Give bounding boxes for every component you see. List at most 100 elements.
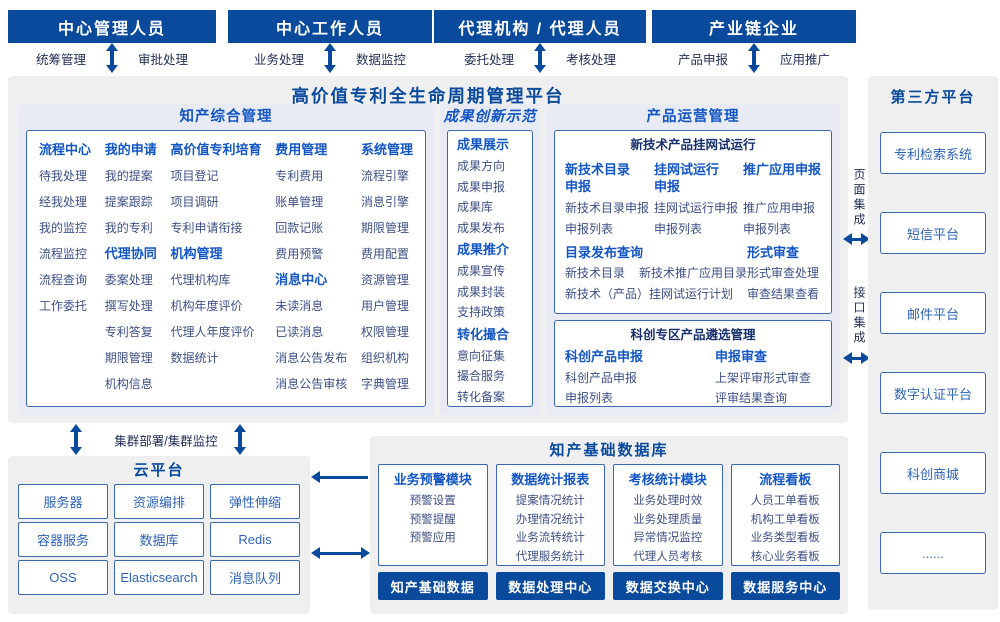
achievement-group-promotion: 成果推介 成果宣传成果封装支持政策 bbox=[457, 238, 532, 323]
section-product-operations: 产品运营管理 新技术产品挂网试运行 新技术目录 申报 新技术目录申报申报列表 挂… bbox=[546, 104, 840, 415]
menu-item: 意向征集 bbox=[457, 348, 506, 363]
cloud-service-box: OSS bbox=[18, 560, 108, 595]
group-title: 形式审查 bbox=[747, 245, 800, 260]
menu-item: 提案情况统计 bbox=[515, 495, 585, 507]
group-items: 流程引擎消息引擎期限管理费用配置资源管理用户管理权限管理组织机构字典管理 bbox=[361, 163, 413, 397]
section-title: 产品运营管理 bbox=[646, 109, 740, 125]
menu-item: 推广应用申报 bbox=[742, 201, 815, 215]
cloud-service-box: Redis bbox=[210, 522, 300, 557]
group-title: 系统管理 bbox=[360, 142, 413, 157]
menu-item: 提案跟踪 bbox=[104, 195, 153, 209]
menu-item: 消息引擎 bbox=[360, 195, 409, 209]
menu-item: 回款记账 bbox=[275, 221, 324, 235]
cloud-service-box: 消息队列 bbox=[210, 560, 300, 595]
data-center-box: 数据交换中心 bbox=[613, 572, 723, 600]
menu-item: 成果封装 bbox=[457, 284, 506, 299]
group-title: 申报审查 bbox=[715, 349, 768, 364]
module-items: 提案情况统计办理情况统计业务流转统计代理服务统计 bbox=[497, 492, 605, 566]
menu-item: 我的专利 bbox=[104, 221, 153, 235]
action-label: 业务处理 bbox=[253, 52, 304, 67]
menu-item: 业务流转统计 bbox=[515, 532, 585, 544]
menu-item: 代理人年度评价 bbox=[170, 325, 255, 339]
db-module-warning: 业务预警模块 预警设置预警提醒预警应用 bbox=[378, 464, 488, 566]
menu-item: 消息公告发布 bbox=[275, 351, 348, 365]
group-title: 费用管理 bbox=[275, 142, 328, 157]
menu-item: 代理机构库 bbox=[170, 273, 231, 287]
menu-item: 预警提醒 bbox=[409, 513, 456, 526]
group-items: 专利费用账单管理回款记账费用预警 bbox=[275, 163, 347, 267]
formal-review-group: 形式审查 形式审查处理审查结果查看 bbox=[747, 242, 821, 305]
double-arrow-vertical-icon bbox=[106, 43, 118, 73]
cloud-service-box: 资源编排 bbox=[114, 484, 204, 519]
module-items: 预警设置预警提醒预警应用 bbox=[379, 492, 487, 548]
ip-column-process: 流程中心 待我处理经我处理我的监控流程监控流程查询工作委托 bbox=[39, 137, 91, 402]
third-party-box: 专利检索系统 bbox=[880, 132, 986, 174]
menu-item: 业务处理质量 bbox=[633, 513, 703, 526]
menu-item: 申报列表 bbox=[742, 222, 791, 236]
double-arrow-vertical-icon bbox=[234, 424, 246, 455]
trial-groups-row: 新技术目录 申报 新技术目录申报申报列表 挂网试运行 申报 挂网试运行申报申报列… bbox=[555, 155, 831, 240]
section-title: 知产综合管理 bbox=[179, 109, 273, 125]
menu-item: 成果库 bbox=[457, 200, 494, 214]
third-party-box: 短信平台 bbox=[880, 212, 986, 254]
menu-item: 人员工单看板 bbox=[750, 495, 820, 507]
group-title: 成果推介 bbox=[457, 242, 510, 257]
menu-item: 机构工单看板 bbox=[750, 513, 820, 526]
group-items: 新技术目录申报申报列表 bbox=[565, 198, 649, 240]
user-group-center-managers: 中心管理人员 统筹管理 审批处理 bbox=[8, 10, 216, 73]
double-arrow-vertical-icon bbox=[70, 424, 82, 455]
interface-integration-label: 接口集成 bbox=[852, 286, 866, 346]
cloud-service-box: 数据库 bbox=[114, 522, 204, 557]
group-title: 挂网试运行 申报 bbox=[653, 162, 719, 194]
menu-item: 成果方向 bbox=[457, 159, 506, 173]
box-title: 新技术产品挂网试运行 bbox=[630, 138, 756, 152]
trial-operation-box: 新技术产品挂网试运行 新技术目录 申报 新技术目录申报申报列表 挂网试运行 申报… bbox=[554, 130, 832, 314]
group-title: 流程中心 bbox=[39, 142, 92, 157]
module-title: 数据统计报表 bbox=[511, 472, 590, 487]
menu-item: 费用配置 bbox=[360, 247, 409, 261]
action-label: 数据监控 bbox=[356, 52, 407, 67]
menu-item: 组织机构 bbox=[360, 351, 409, 365]
module-title: 业务预警模块 bbox=[393, 472, 472, 487]
user-group-actions: 统筹管理 审批处理 bbox=[8, 43, 216, 73]
menu-item: 新技术（产品）挂网试运行计划 bbox=[565, 287, 734, 301]
action-label: 委托处理 bbox=[463, 52, 514, 67]
menu-item: 成果宣传 bbox=[457, 264, 506, 278]
double-arrow-vertical-icon bbox=[748, 43, 760, 73]
ip-database-panel: 知产基础数据库 业务预警模块 预警设置预警提醒预警应用 数据统计报表 提案情况统… bbox=[370, 436, 848, 614]
user-group-actions: 业务处理 数据监控 bbox=[228, 43, 432, 73]
cluster-label: 集群部署/集群监控 bbox=[114, 434, 218, 448]
achievement-group-matchmaking: 转化撮合 意向征集撮合服务转化备案 bbox=[457, 323, 532, 408]
group-items: 上架评审形式审查评审结果查询 bbox=[715, 368, 811, 408]
user-group-title: 中心管理人员 bbox=[8, 10, 216, 43]
trial-group-promo-apply: 推广应用申报 推广应用申报申报列表 bbox=[743, 157, 821, 240]
double-arrow-vertical-icon bbox=[324, 43, 336, 73]
menu-item: 权限管理 bbox=[360, 325, 409, 339]
group-items: 新技术目录新技术推广应用目录 bbox=[565, 263, 747, 284]
cloud-service-box: Elasticsearch bbox=[114, 560, 204, 595]
action-label: 产品申报 bbox=[677, 52, 728, 67]
action-label: 审批处理 bbox=[138, 52, 189, 67]
achievement-box: 成果展示 成果方向成果申报成果库成果发布 成果推介 成果宣传成果封装支持政策 转… bbox=[447, 130, 533, 407]
sel-group-declare-review: 申报审查 上架评审形式审查评审结果查询 bbox=[715, 346, 811, 408]
menu-item: 科创产品申报 bbox=[565, 371, 638, 385]
third-party-box: ...... bbox=[880, 532, 986, 574]
menu-item: 申报列表 bbox=[565, 391, 614, 405]
db-module-assessment: 考核统计模块 业务处理时效业务处理质量异常情况监控代理人员考核 bbox=[613, 464, 723, 566]
catalog-query-group: 目录发布查询 新技术目录新技术推广应用目录 新技术（产品）挂网试运行计划 bbox=[565, 242, 747, 305]
menu-item: 流程监控 bbox=[39, 247, 88, 261]
menu-item: 期限管理 bbox=[360, 221, 409, 235]
menu-item: 项目登记 bbox=[170, 169, 219, 183]
third-party-box: 邮件平台 bbox=[880, 292, 986, 334]
menu-item: 预警应用 bbox=[409, 532, 456, 544]
user-group-industry-enterprises: 产业链企业 产品申报 应用推广 bbox=[652, 10, 856, 73]
menu-item: 成果发布 bbox=[457, 220, 506, 235]
menu-item: 专利费用 bbox=[275, 169, 324, 183]
menu-item: 未读消息 bbox=[275, 299, 324, 313]
menu-item: 支持政策 bbox=[457, 305, 506, 319]
group-title: 科创产品申报 bbox=[565, 349, 644, 364]
cloud-service-box: 服务器 bbox=[18, 484, 108, 519]
trial-group-online-trial: 挂网试运行 申报 挂网试运行申报申报列表 bbox=[654, 157, 738, 240]
